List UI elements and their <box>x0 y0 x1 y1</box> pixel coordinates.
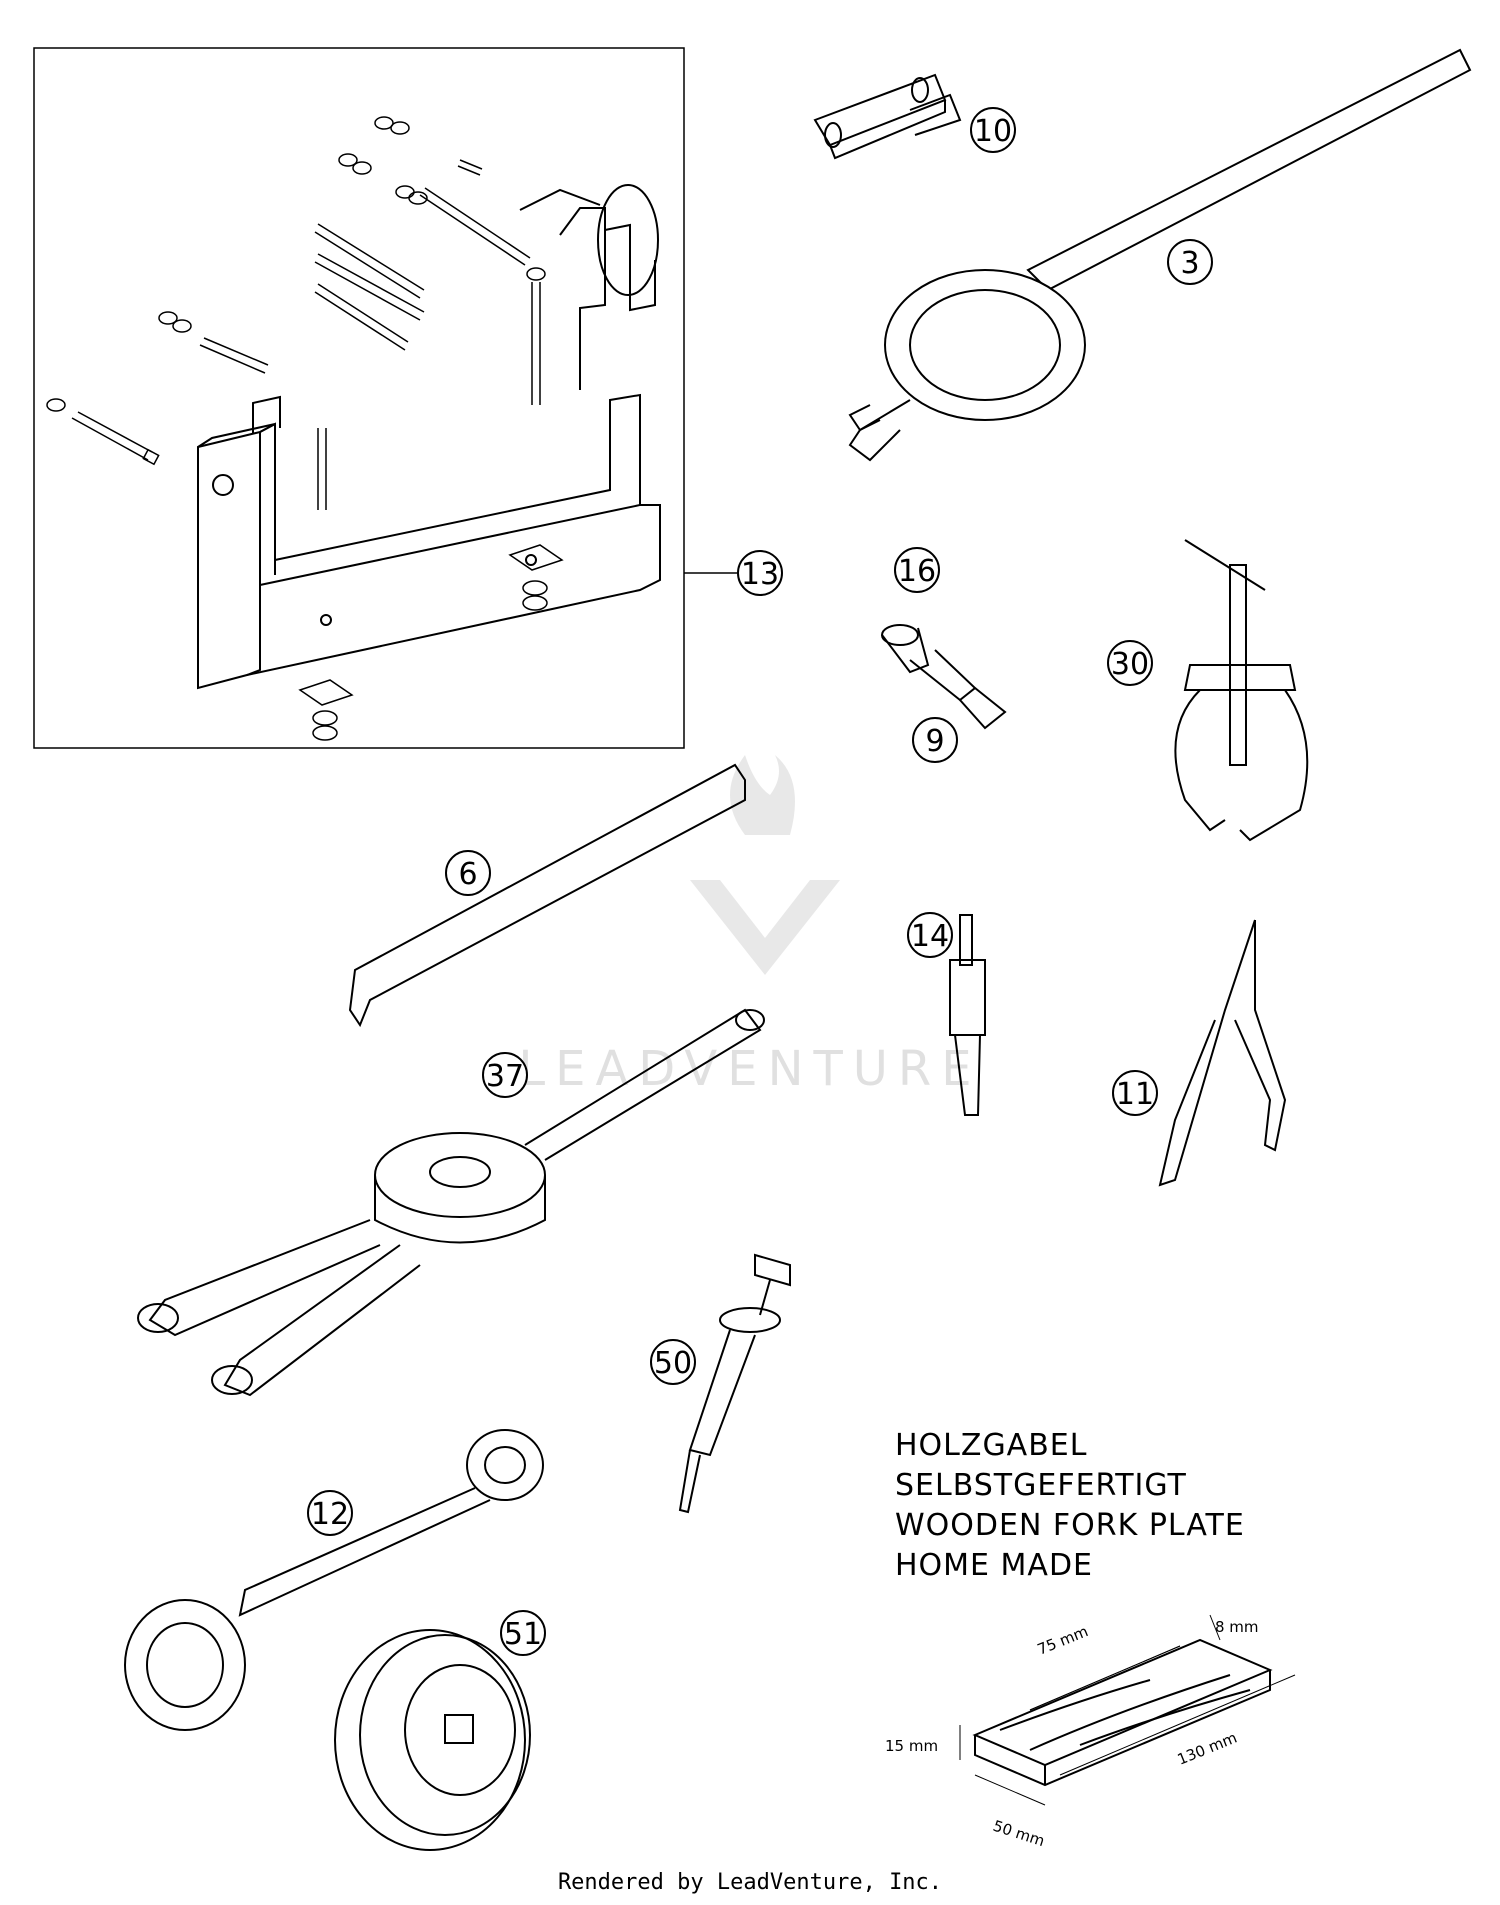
callout-37-label: 37 <box>486 1059 524 1094</box>
item-30-puller <box>1174 539 1309 842</box>
watermark-text: LEADVENTURE <box>518 1041 981 1097</box>
callout-11-label: 11 <box>1116 1077 1154 1112</box>
item-37-clamp-tool <box>137 1008 765 1397</box>
wooden-fork-plate-drawing <box>959 1614 1296 1806</box>
callout-6: 6 <box>445 850 491 896</box>
item-11-pliers <box>1158 919 1287 1187</box>
callout-13-label: 13 <box>741 557 779 592</box>
engine-stand-assembly <box>33 47 685 749</box>
wooden-fork-note: HOLZGABEL SELBSTGEFERTIGT WOODEN FORK PL… <box>895 1428 1245 1583</box>
item-16-9-bolt-sleeve <box>881 624 1007 730</box>
callout-9-label: 9 <box>925 724 944 759</box>
callout-30-label: 30 <box>1111 647 1149 682</box>
callout-3: 3 <box>1167 239 1213 285</box>
callout-16: 16 <box>894 547 940 593</box>
callout-30: 30 <box>1107 640 1153 686</box>
nut-set <box>46 116 564 741</box>
note-line-3: WOODEN FORK PLATE <box>895 1508 1245 1543</box>
callout-51-label: 51 <box>504 1617 542 1652</box>
assembly-frame <box>33 47 685 749</box>
callout-50: 50 <box>650 1339 696 1385</box>
callout-37: 37 <box>482 1052 528 1098</box>
note-line-2: SELBSTGEFERTIGT <box>895 1468 1187 1503</box>
note-line-1: HOLZGABEL <box>895 1428 1087 1463</box>
dim-height: 15 mm <box>885 1737 938 1755</box>
watermark: LEADVENTURE <box>518 755 981 1097</box>
item-50-grease-syringe <box>678 1253 791 1514</box>
dim-total: 130 mm <box>1175 1729 1240 1769</box>
bolt-set <box>71 159 541 510</box>
item-14-extractor <box>949 914 986 1116</box>
footer-credit: Rendered by LeadVenture, Inc. <box>557 1870 943 1895</box>
callout-14: 14 <box>907 912 953 958</box>
callout-3-label: 3 <box>1180 246 1199 281</box>
callout-13: 13 <box>737 550 783 596</box>
callout-10-label: 10 <box>974 114 1012 149</box>
item-10-plate <box>813 73 962 160</box>
item-6-locking-bar <box>348 763 746 1028</box>
callout-9: 9 <box>912 717 958 763</box>
dim-length: 75 mm <box>1035 1622 1091 1659</box>
callout-12: 12 <box>307 1490 353 1536</box>
dim-width: 50 mm <box>991 1817 1047 1851</box>
item-3-holding-wrench <box>848 48 1472 462</box>
callout-14-label: 14 <box>911 919 949 954</box>
callout-50-label: 50 <box>654 1346 692 1381</box>
callouts: 10 3 13 16 9 30 6 14 11 37 50 12 51 <box>307 107 1213 1656</box>
callout-10: 10 <box>970 107 1016 153</box>
callout-12-label: 12 <box>311 1497 349 1532</box>
callout-11: 11 <box>1112 1070 1158 1116</box>
callout-16-label: 16 <box>898 554 936 589</box>
item-12-pin-wrench <box>124 1429 544 1731</box>
callout-6-label: 6 <box>458 857 477 892</box>
note-line-4: HOME MADE <box>895 1548 1093 1583</box>
callout-51: 51 <box>500 1610 546 1656</box>
dim-thickness-top: 8 mm <box>1215 1618 1259 1636</box>
item-51-flywheel-puller <box>334 1629 531 1851</box>
